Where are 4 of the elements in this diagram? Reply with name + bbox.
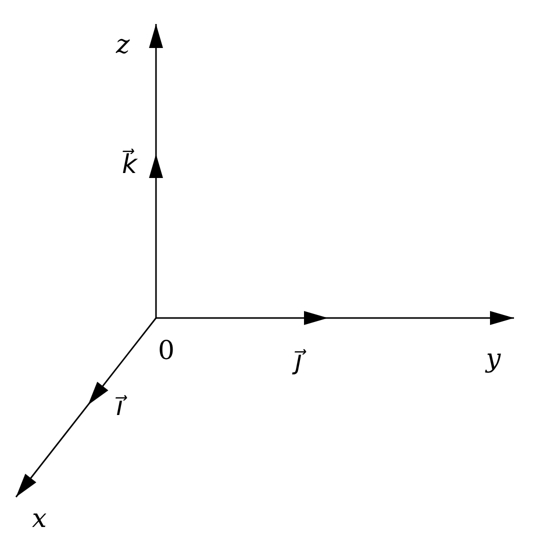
axis-label: x bbox=[32, 506, 47, 532]
axis-label: y bbox=[486, 346, 501, 372]
axis-label: z bbox=[116, 32, 130, 58]
origin-label: 0 bbox=[158, 338, 175, 364]
